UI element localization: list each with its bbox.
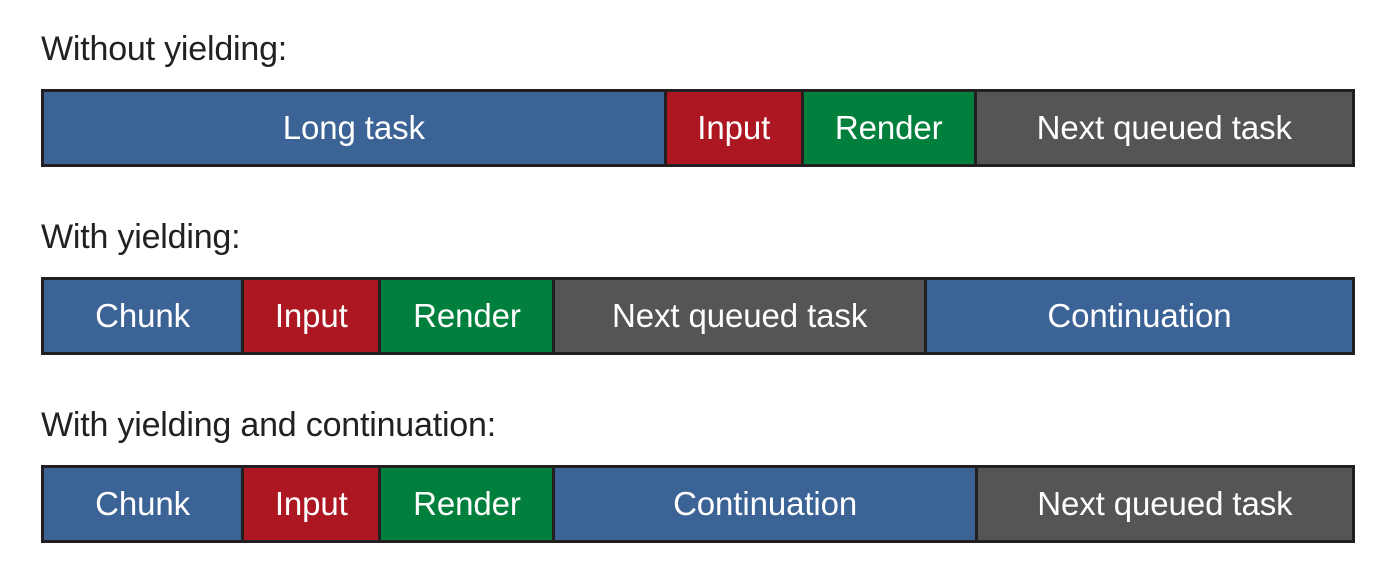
section-heading: With yielding: bbox=[41, 218, 241, 256]
timeline-segment-next-queued-task: Next queued task bbox=[976, 92, 1352, 164]
timeline-bar: Chunk Input Render Next queued task Cont… bbox=[41, 277, 1355, 355]
timeline-segment-render: Render bbox=[381, 468, 556, 540]
segment-label: Chunk bbox=[95, 297, 190, 334]
segment-label: Render bbox=[413, 485, 521, 522]
segment-label: Input bbox=[697, 109, 771, 146]
timeline-segment-continuation: Continuation bbox=[555, 468, 978, 540]
timeline-segment-next-queued-task: Next queued task bbox=[977, 468, 1352, 540]
timeline-section-with-yielding-and-continuation: With yielding and continuation: Chunk In… bbox=[41, 404, 1355, 543]
timeline-segment-chunk: Chunk bbox=[44, 280, 245, 352]
timeline-segment-input: Input bbox=[244, 280, 382, 352]
section-heading: Without yielding: bbox=[41, 30, 288, 68]
timeline-segment-render: Render bbox=[381, 280, 556, 352]
segment-label: Next queued task bbox=[1037, 485, 1293, 522]
segment-label: Next queued task bbox=[1036, 109, 1292, 146]
segment-label: Next queued task bbox=[612, 297, 868, 334]
timeline-bar: Long task Input Render Next queued task bbox=[41, 89, 1355, 167]
timeline-segment-next-queued-task: Next queued task bbox=[555, 280, 927, 352]
timeline-segment-chunk: Chunk bbox=[44, 468, 245, 540]
segment-label: Render bbox=[413, 297, 521, 334]
timeline-segment-render: Render bbox=[803, 92, 977, 164]
timeline-segment-input: Input bbox=[666, 92, 804, 164]
segment-label: Continuation bbox=[1047, 297, 1232, 334]
segment-label: Input bbox=[274, 485, 348, 522]
section-heading: With yielding and continuation: bbox=[41, 406, 496, 444]
timeline-section-with-yielding: With yielding: Chunk Input Render Next q… bbox=[41, 216, 1355, 355]
timeline-section-without-yielding: Without yielding: Long task Input Render… bbox=[41, 28, 1355, 167]
segment-label: Render bbox=[834, 109, 943, 146]
segment-label: Long task bbox=[282, 109, 425, 146]
segment-label: Chunk bbox=[95, 485, 190, 522]
timeline-segment-continuation: Continuation bbox=[926, 280, 1352, 352]
timeline-segment-long-task: Long task bbox=[44, 92, 667, 164]
segment-label: Continuation bbox=[673, 485, 858, 522]
timeline-bar: Chunk Input Render Continuation Next que… bbox=[41, 465, 1355, 543]
timeline-segment-input: Input bbox=[244, 468, 382, 540]
segment-label: Input bbox=[274, 297, 348, 334]
